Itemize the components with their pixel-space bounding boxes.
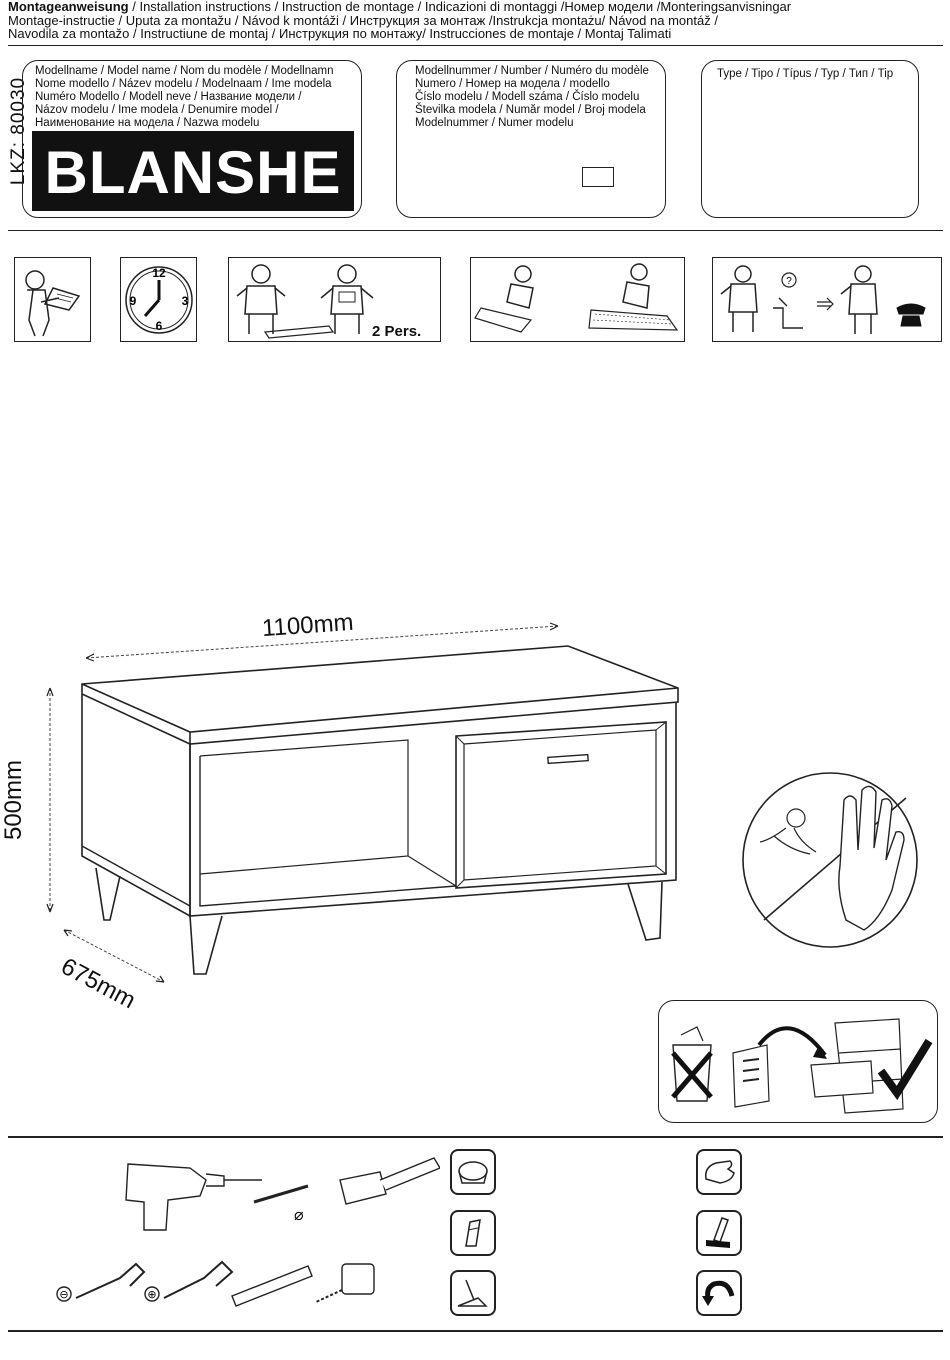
support-hotline-panel: ? [712,257,942,342]
header-line-3: Navodila za montažo / Instructiune de mo… [8,26,672,41]
baby-icon [786,808,806,828]
model-name-labels: Modellname / Model name / Nom du modèle … [23,61,361,130]
phillips-screwdriver-icon [163,1260,234,1299]
model-name-label-line: Modellname / Model name / Nom du modèle … [35,65,334,77]
model-number-label-line: Číslo modelu / Modell száma / Číslo mode… [415,91,640,103]
model-number-label-line: Številka modela / Număr model / Broj mod… [415,104,646,116]
model-name-label-line: Nome modello / Název modelu / Modelnaam … [35,78,332,90]
drawer-handle [547,753,589,765]
dustpan-icon [457,1279,488,1307]
hammer-icon [339,1171,387,1205]
model-number-field [582,167,614,187]
height-dimension: 500mm [0,759,28,841]
glue-tube-icon [465,1219,481,1247]
model-name-banner: BLANSHE [32,131,354,211]
tools-bottom-rule [8,1330,943,1332]
wrap-tape-instruction [450,1149,496,1195]
drill-bit-icon [253,1184,309,1204]
clock-number-12: 12 [152,266,166,280]
rotate-arrow-icon [702,1280,735,1306]
type-label: Type / Tipo / Típus / Typ / Тип / Tip [717,68,894,80]
model-number-label-line: Modellnummer / Number / Numéro du modèle [415,65,649,77]
instruction-header: Montageanweisung / Installation instruct… [8,0,943,41]
header-line1-rest: / Installation instructions / Instructio… [128,0,792,14]
tools-top-rule [8,1136,943,1138]
model-name-label-line: Numéro Modello / Modell neve / Название … [35,91,302,103]
waste-bin-icon [672,1044,712,1102]
time-panel: 12 3 6 9 [120,257,197,342]
model-number-label-line: Modelnummer / Numer modelu [415,117,574,129]
questions-phone-icon: ? [720,265,926,334]
model-name-box: Modellname / Model name / Nom du modèle … [22,60,362,218]
read-instructions-panel [14,257,91,342]
tape-roll-icon [458,1161,488,1184]
model-number-box: Modellnummer / Number / Numéro du modèle… [396,60,666,218]
rotate-instruction [696,1270,742,1316]
top-panel [81,645,679,745]
clock-number-9: 9 [130,294,137,308]
drawer-front [455,721,667,889]
leg-front-right [627,881,663,941]
leg-back-left [95,867,121,921]
hand-icon [704,1160,735,1184]
flat-screwdriver-icon [75,1262,146,1299]
phillips-symbol: ⊕ [147,1288,156,1301]
drill-icon [125,1163,207,1231]
hand-stop-icon [838,785,905,931]
model-number-labels: Modellnummer / Number / Numéro du modèle… [397,61,665,130]
model-name-label-line: Наименование на модела / Nazwa modelu [35,117,260,129]
tape-measure-icon [341,1263,375,1295]
persons-label: 2 Pers. [372,323,422,340]
hand-tighten-instruction [696,1149,742,1195]
keep-instructions-panel [658,1000,938,1123]
front-frame [189,702,677,917]
flat-symbol: ⊖ [59,1288,68,1301]
floor-protection-panel [470,257,685,342]
clock-number-3: 3 [182,294,189,308]
two-workers-icon [236,264,374,339]
reading-person-icon [25,270,81,337]
glue-instruction [450,1210,496,1256]
width-dimension-line [85,625,559,659]
svg-text:?: ? [786,276,792,287]
header-line-1: Montageanweisung / Installation instruct… [8,0,943,14]
tools-drawing: ⌀ ⊖ ⊕ [56,1157,440,1307]
clock-icon: 12 3 6 9 [125,266,193,334]
child-safety-warning [742,772,918,948]
diameter-symbol: ⌀ [294,1205,304,1224]
file-instructions-icon [671,1018,933,1114]
depth-dimension-line [63,929,165,983]
tv-stand-drawing [46,622,679,983]
leg-front-left [189,915,223,975]
clock-number-6: 6 [156,319,163,333]
two-persons-panel [228,257,441,342]
header-lead: Montageanweisung [8,0,129,14]
header-line-2: Montage-instructie / Uputa za montažu / … [8,12,718,28]
top-section-rule [8,230,943,231]
hammer-instruction [696,1210,742,1256]
model-number-label-line: Numero / Номер на модела / modello [415,78,610,90]
header-rule [8,45,943,46]
work-on-carpet-icon [474,263,679,333]
spirit-level-icon [231,1265,313,1307]
checkmark-icon [877,1038,933,1101]
hammer-small-icon [706,1217,730,1248]
cleanup-instruction [450,1270,496,1316]
model-name-label-line: Názov modelu / Ime modela / Denumire mod… [35,104,279,116]
type-box: Type / Tipo / Típus / Typ / Тип / Tip [701,60,919,218]
